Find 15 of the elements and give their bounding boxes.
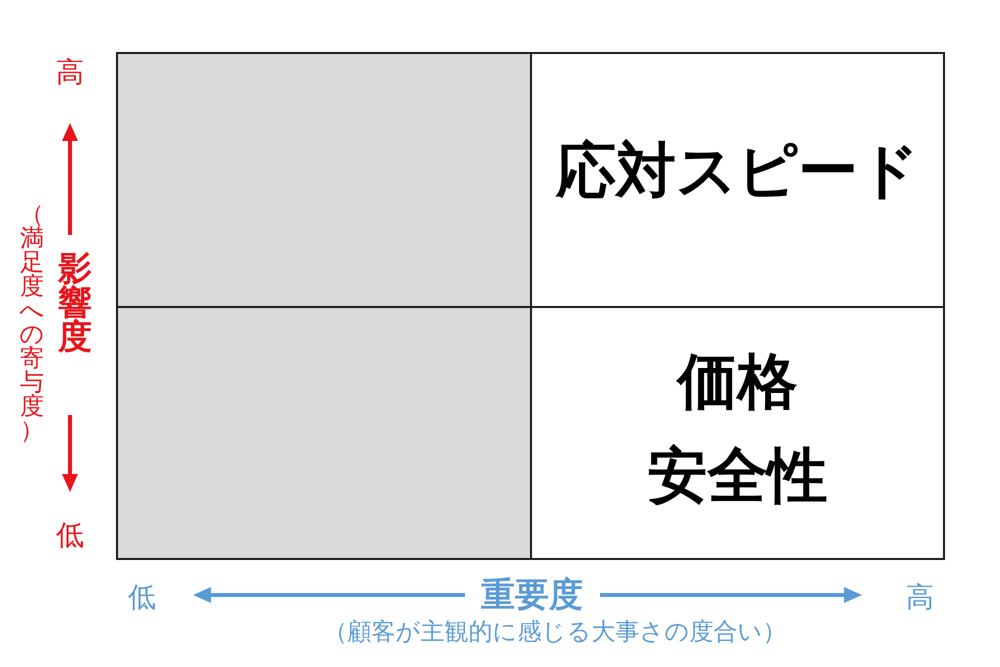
quadrant-box [530,52,945,308]
axis-title: 影響度 [58,252,92,354]
quadrant-label: 応対スピード [556,138,919,204]
axis-end-label: 高 [56,57,84,87]
shaded-quadrant [116,52,532,308]
quadrant-box [530,306,945,560]
axis-title: 重要度 [481,578,583,614]
quadrant-label: 価格 [678,349,798,415]
axis-note: （顧客が主観的に感じる大事さの度合い） [324,619,786,645]
axis-note: （満足度への寄与度） [20,202,44,442]
axis-end-label: 高 [906,582,934,612]
quadrant-label: 安全性 [648,443,828,509]
shaded-quadrant [116,306,532,560]
axis-end-label: 低 [56,520,84,550]
axis-end-label: 低 [128,582,156,612]
